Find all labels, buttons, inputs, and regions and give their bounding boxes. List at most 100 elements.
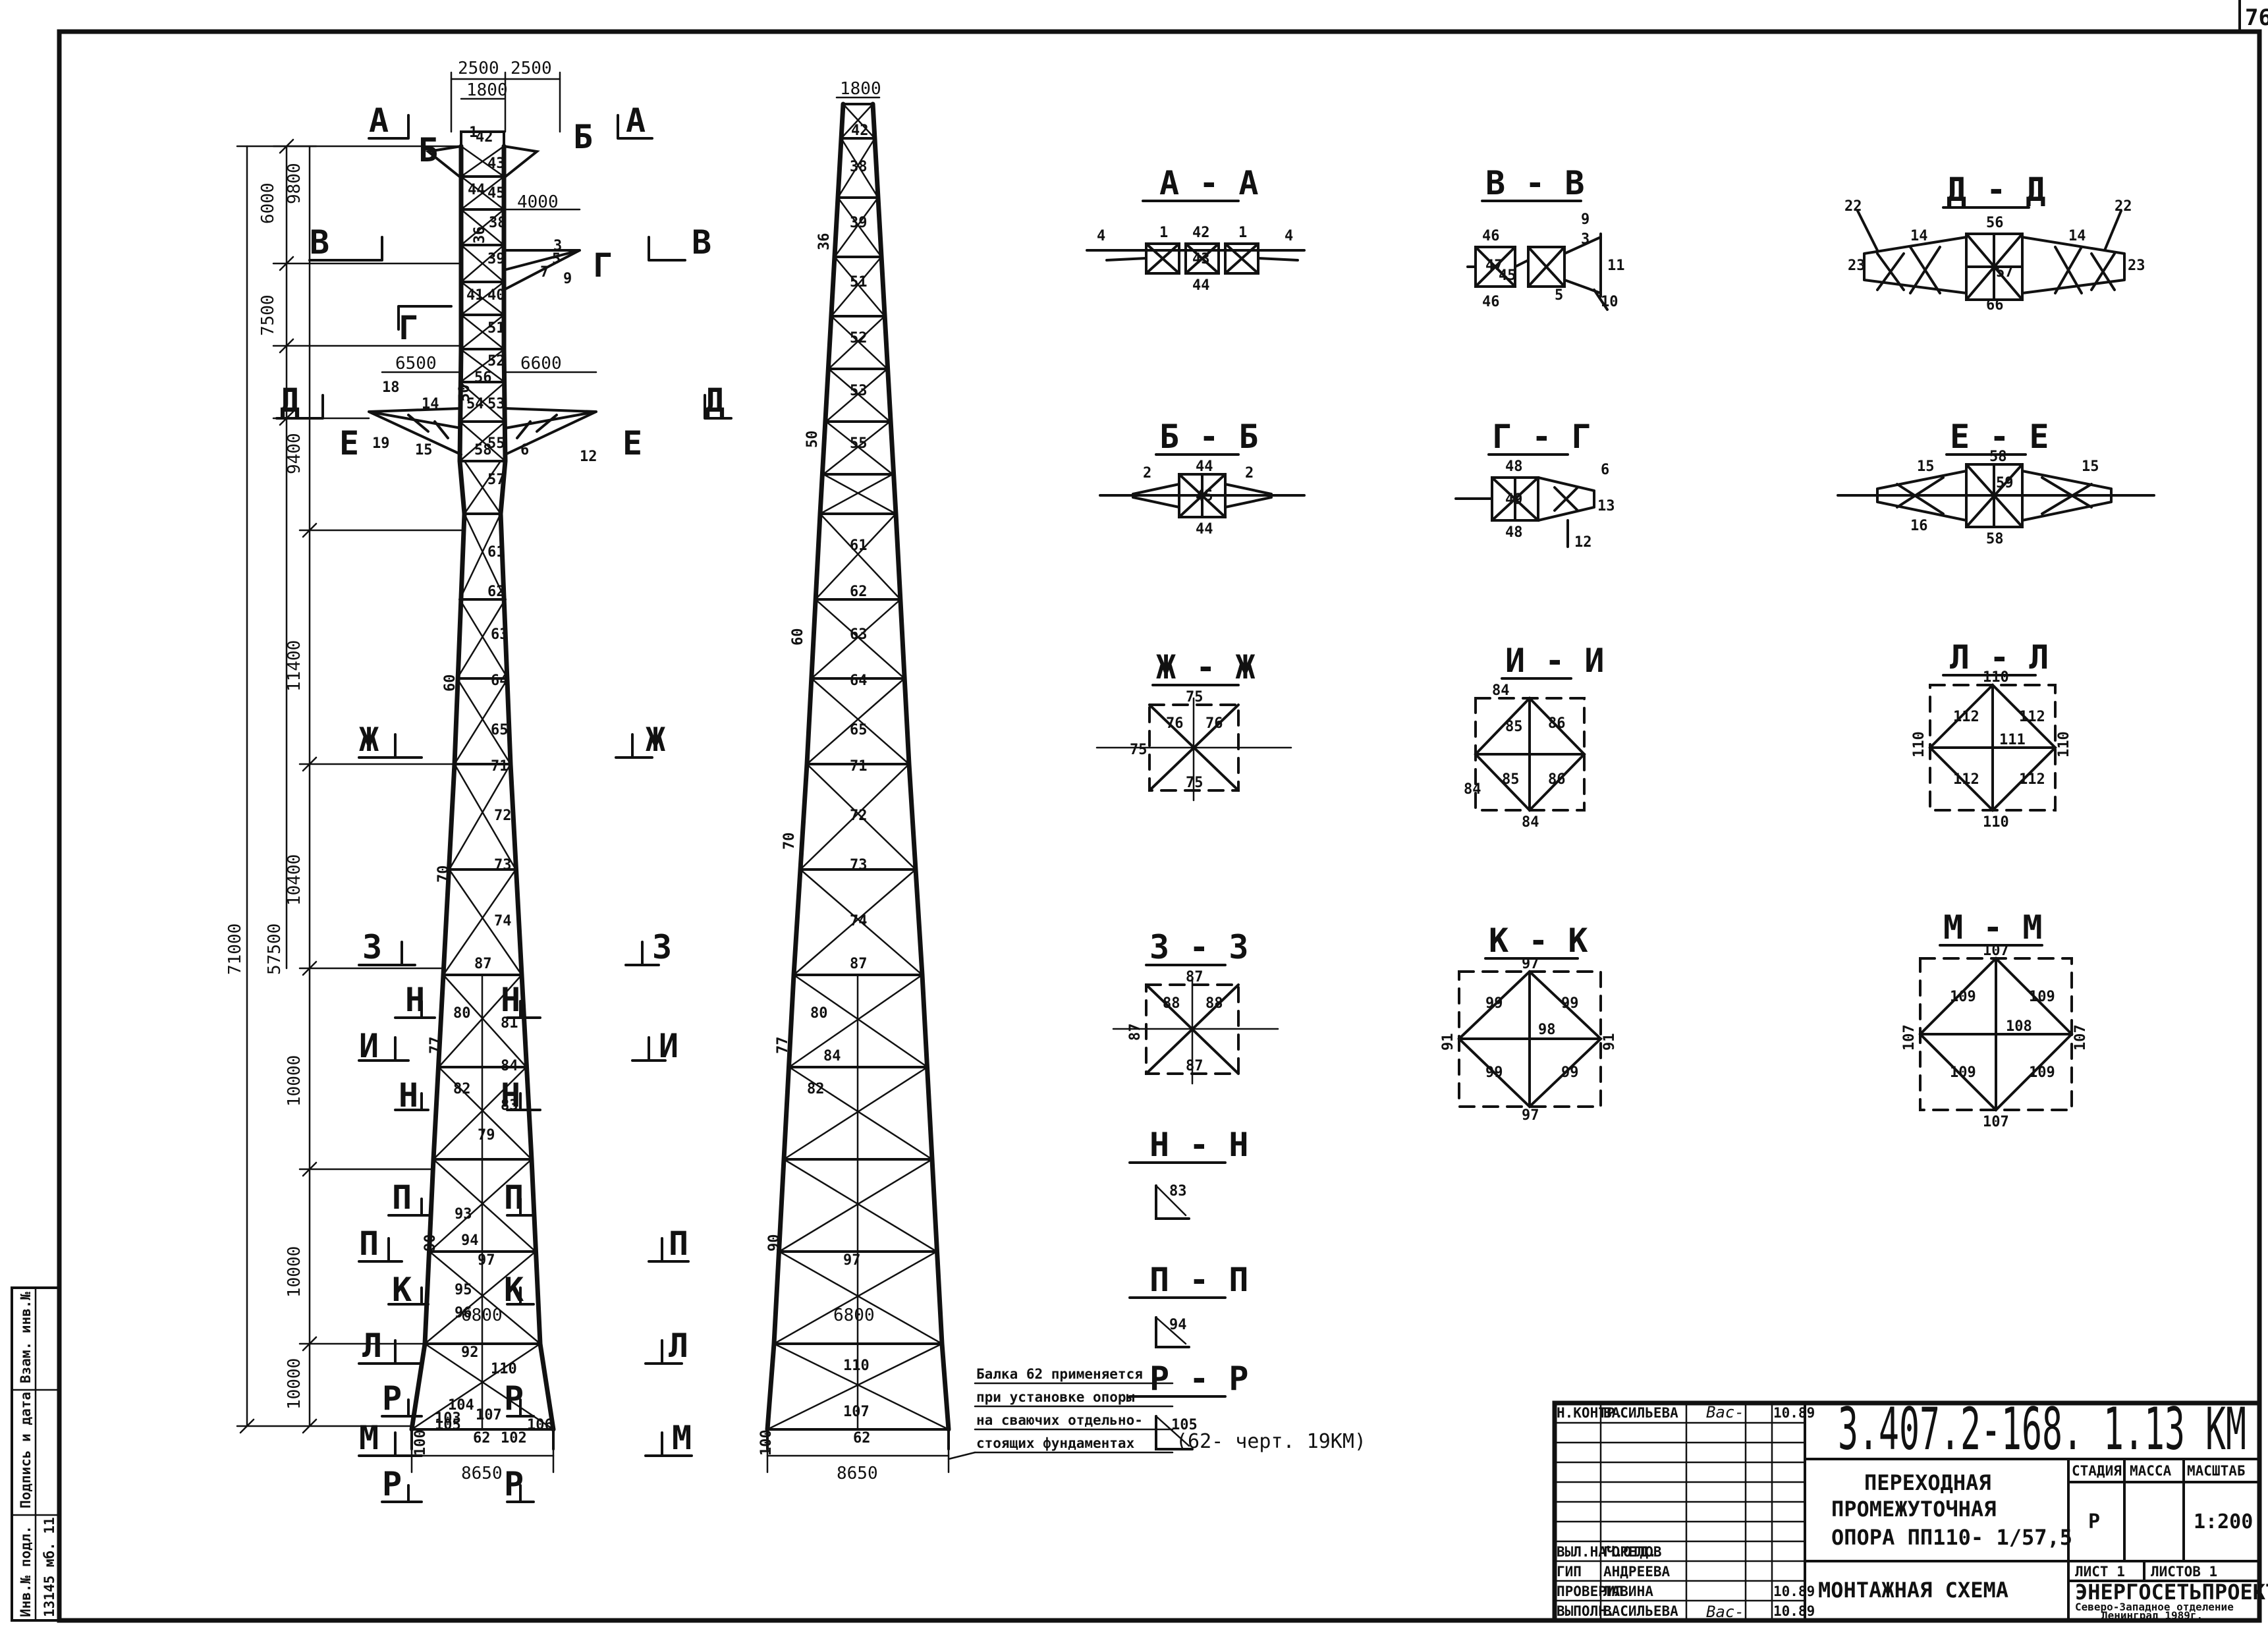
stage-value: Р xyxy=(2088,1510,2100,1533)
dim-11400: 11400 xyxy=(285,640,304,692)
svg-text:2: 2 xyxy=(1245,465,1254,482)
arm-dim-lower-left: 6500 xyxy=(395,354,437,373)
svg-text:111: 111 xyxy=(1999,732,2026,748)
note-line-4: стоящих фундаментах xyxy=(976,1435,1135,1451)
dim-10000-a: 10000 xyxy=(285,1055,304,1107)
sheets-label: ЛИСТОВ 1 xyxy=(2151,1564,2217,1580)
note-ref: (62- черт. 19КМ) xyxy=(1176,1430,1366,1453)
svg-text:94: 94 xyxy=(461,1232,479,1249)
tower-right-head-dim: 1800 xyxy=(840,79,881,99)
svg-text:85: 85 xyxy=(1502,771,1520,788)
svg-text:14: 14 xyxy=(1910,228,1928,244)
svg-text:112: 112 xyxy=(2019,771,2045,788)
svg-text:Б: Б xyxy=(573,118,593,156)
section-e-e: Е - Е 15 58 59 15 16 58 xyxy=(1837,418,2155,547)
section-v-v: В - В 46 47 45 46 3 9 5 10 11 xyxy=(1466,164,1625,311)
tower-right-struts xyxy=(766,137,950,1431)
section-views: А - А 4 1 42 43 44 1 4 В - В xyxy=(1086,164,2155,1450)
svg-text:3: 3 xyxy=(1581,231,1590,248)
svg-text:65: 65 xyxy=(491,722,509,738)
svg-text:56: 56 xyxy=(1986,215,2004,231)
svg-text:98: 98 xyxy=(1538,1022,1556,1038)
svg-text:70: 70 xyxy=(781,833,798,850)
svg-text:84: 84 xyxy=(1492,682,1510,699)
svg-text:63: 63 xyxy=(850,626,868,643)
svg-text:П: П xyxy=(504,1178,524,1217)
tower-left-member-labels: 42 43 44 45 38 39 40 41 51 52 53 54 55 5… xyxy=(372,124,597,1456)
svg-text:86: 86 xyxy=(1548,715,1566,732)
svg-text:П: П xyxy=(669,1225,688,1263)
tower-right-leg-right xyxy=(870,101,951,1432)
svg-text:39: 39 xyxy=(850,215,868,231)
svg-text:53: 53 xyxy=(850,383,868,399)
stamp-cell-inv: Инв.№ подл. xyxy=(18,1526,34,1617)
svg-text:109: 109 xyxy=(1950,989,1976,1005)
svg-text:Л: Л xyxy=(669,1327,688,1365)
tower-elevation-left xyxy=(368,130,597,1450)
svg-text:107: 107 xyxy=(1983,943,2009,959)
svg-text:58: 58 xyxy=(1986,531,2004,547)
svg-text:74: 74 xyxy=(850,913,868,929)
svg-text:А: А xyxy=(369,101,389,140)
svg-text:6: 6 xyxy=(520,442,529,458)
svg-text:39: 39 xyxy=(487,251,505,267)
svg-text:59: 59 xyxy=(1996,475,2014,491)
svg-text:45: 45 xyxy=(1196,488,1213,505)
svg-text:87: 87 xyxy=(474,956,492,972)
dim-10400: 10400 xyxy=(285,854,304,906)
svg-text:112: 112 xyxy=(2019,709,2045,725)
svg-text:48: 48 xyxy=(1505,458,1523,475)
tower-elevation-right: 1800 6800 8650 62 42 38 39 51 52 53 55 6… xyxy=(758,79,951,1483)
cut-mark-letters: А А Б Б В В Г Г Д Д Е Е Ж Ж З З И И Н Н … xyxy=(280,101,725,1503)
tower-left-dimensions xyxy=(236,138,462,1434)
svg-text:Д: Д xyxy=(705,381,725,420)
arm-dim-lower-right: 6600 xyxy=(520,354,562,373)
section-m-m: М - М 107 109 109 108 109 109 107 107 10… xyxy=(1901,908,2089,1130)
dim-71000: 71000 xyxy=(225,924,245,975)
svg-text:73: 73 xyxy=(494,857,512,873)
svg-text:19: 19 xyxy=(372,435,390,452)
top-dim-left: 2500 xyxy=(458,59,499,78)
section-i-i: И - И 84 85 86 86 85 84 84 xyxy=(1464,642,1605,831)
svg-text:Н: Н xyxy=(399,1076,418,1115)
svg-text:45: 45 xyxy=(487,185,505,202)
svg-text:4: 4 xyxy=(1285,228,1293,244)
svg-text:110: 110 xyxy=(843,1358,870,1374)
dim-9800: 9800 xyxy=(285,163,304,204)
svg-text:93: 93 xyxy=(455,1206,472,1223)
svg-text:К: К xyxy=(504,1271,524,1309)
svg-text:76: 76 xyxy=(1205,715,1223,732)
svg-text:Ж: Ж xyxy=(359,721,379,759)
svg-text:14: 14 xyxy=(422,396,439,412)
svg-text:80: 80 xyxy=(810,1005,828,1022)
base-member-left: 62 xyxy=(473,1430,491,1447)
svg-text:16: 16 xyxy=(1910,518,1928,534)
svg-text:107: 107 xyxy=(843,1404,870,1420)
stamp-cell-number: 13145 мб. 11 xyxy=(41,1517,57,1617)
note-line-1: Балка 62 применяется xyxy=(976,1366,1143,1382)
svg-text:3: 3 xyxy=(553,238,562,254)
svg-text:110: 110 xyxy=(1911,731,1927,758)
drawing-code: 3.407.2-168. 1.13 КМ xyxy=(1838,1395,2246,1463)
svg-text:87: 87 xyxy=(1186,1058,1203,1074)
org-name: ЭНЕРГОСЕТЬПРОЕКТ xyxy=(2075,1580,2268,1605)
svg-text:Н: Н xyxy=(501,1076,520,1115)
svg-text:5: 5 xyxy=(1555,287,1563,304)
svg-text:104: 104 xyxy=(448,1397,474,1414)
svg-text:44: 44 xyxy=(468,182,485,198)
svg-text:85: 85 xyxy=(1505,719,1523,735)
svg-text:П: П xyxy=(359,1225,379,1263)
svg-text:40: 40 xyxy=(487,287,505,304)
section-k-k: К - К 97 99 99 98 99 99 97 91 91 xyxy=(1440,922,1618,1124)
svg-text:42: 42 xyxy=(1192,225,1210,241)
section-title-m-m: М - М xyxy=(1943,908,2043,947)
top-dim-head: 1800 xyxy=(466,80,508,100)
svg-text:109: 109 xyxy=(2029,989,2055,1005)
tower-right-bracing xyxy=(766,103,950,1431)
svg-text:79: 79 xyxy=(478,1127,495,1144)
svg-text:В: В xyxy=(310,223,329,262)
scale-header: МАСШТАБ xyxy=(2187,1463,2246,1479)
scale-value: 1:200 xyxy=(2194,1510,2253,1533)
svg-text:58: 58 xyxy=(1989,449,2007,465)
section-n-n: Н - Н 83 xyxy=(1128,1126,1249,1220)
